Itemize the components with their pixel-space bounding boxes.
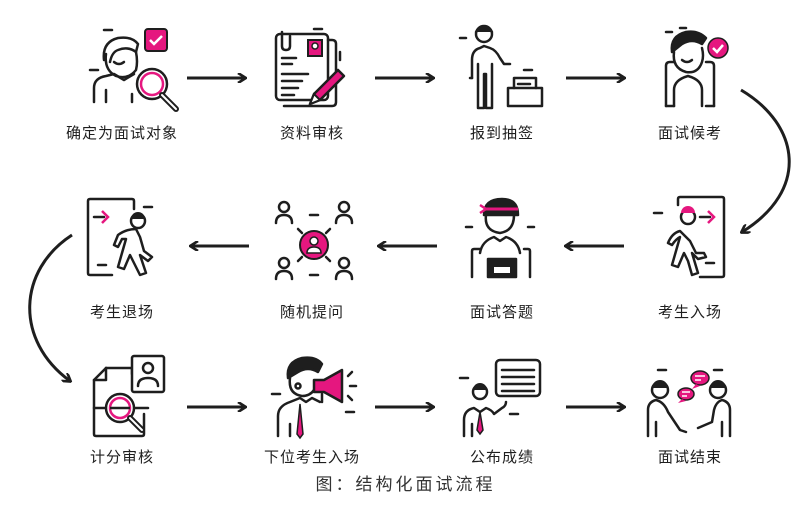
step-label: 考生退场 <box>89 303 154 321</box>
step-label: 随机提问 <box>279 303 344 321</box>
person-waiting-check-icon <box>664 26 729 108</box>
step-next-candidate: 下位考生入场 <box>242 352 382 472</box>
handshake-icon <box>646 368 732 438</box>
step-label: 面试候考 <box>657 124 722 142</box>
step-label: 面试结束 <box>657 448 722 466</box>
step-candidate-exit: 考生退场 <box>52 195 192 325</box>
person-magnifier-check-icon <box>88 28 179 112</box>
score-review-document-icon <box>92 354 166 438</box>
step-label: 资料审核 <box>279 124 344 142</box>
megaphone-announcer-icon <box>270 356 358 440</box>
announce-results-board-icon <box>458 358 542 438</box>
step-score-review: 计分审核 <box>52 352 192 472</box>
step-answering: 面试答题 <box>432 195 572 325</box>
step-check-in-draw: 报到抽签 <box>432 24 572 149</box>
arrow-4-5-curve <box>741 88 791 232</box>
step-label: 计分审核 <box>89 448 154 466</box>
step-label: 下位考生入场 <box>263 448 360 466</box>
step-label: 面试答题 <box>469 303 534 321</box>
arrow-8-9-curve <box>28 233 73 381</box>
step-random-questions: 随机提问 <box>242 195 382 325</box>
person-answering-desk-icon <box>464 197 536 279</box>
person-enter-door-icon <box>652 195 726 279</box>
step-waiting: 面试候考 <box>620 24 760 149</box>
person-exit-door-icon <box>86 197 154 277</box>
step-publish-results: 公布成绩 <box>432 352 572 472</box>
step-label: 公布成绩 <box>469 448 534 466</box>
step-label: 确定为面试对象 <box>65 124 178 142</box>
step-document-review: 资料审核 <box>242 24 382 149</box>
step-identify-candidate: 确定为面试对象 <box>52 24 192 149</box>
step-interview-end: 面试结束 <box>620 352 760 472</box>
step-label: 考生入场 <box>657 303 722 321</box>
figure-caption: 图：结构化面试流程 <box>315 475 496 495</box>
person-draw-lot-box-icon <box>458 24 544 110</box>
random-question-group-icon <box>274 200 354 281</box>
document-review-pen-icon <box>274 27 346 108</box>
step-candidate-enter: 考生入场 <box>620 195 760 325</box>
step-label: 报到抽签 <box>469 124 534 142</box>
